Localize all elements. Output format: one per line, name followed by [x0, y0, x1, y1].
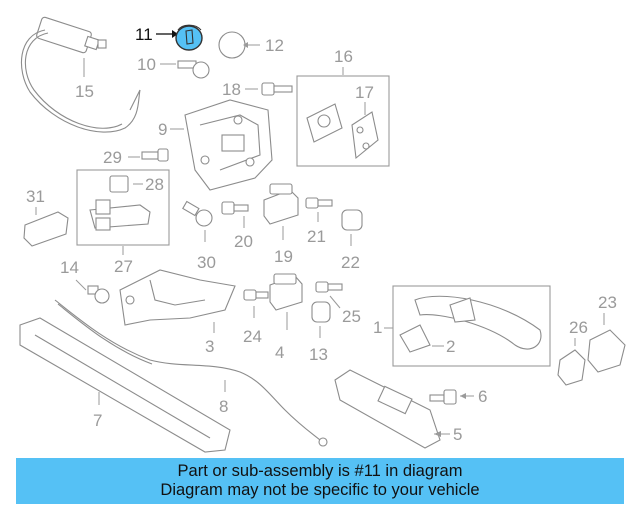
- callout-1: 1: [373, 318, 382, 337]
- part-19-striker: [263, 183, 299, 240]
- callout-6: 6: [478, 387, 487, 406]
- callout-15: 15: [75, 82, 94, 101]
- banner-line-2: Diagram may not be specific to your vehi…: [160, 481, 480, 499]
- callout-25: 25: [342, 307, 361, 326]
- callout-9: 9: [158, 120, 167, 139]
- part-7-trim: [19, 317, 231, 453]
- callout-12: 12: [265, 36, 284, 55]
- part-9-latch: [129, 89, 273, 191]
- box-1: [392, 285, 551, 367]
- part-29-bolt: [128, 148, 169, 162]
- part-26-bushing: [311, 301, 331, 338]
- part-25-bolt: [315, 281, 343, 309]
- part-8-cable: [54, 299, 328, 447]
- callout-22: 22: [341, 253, 360, 272]
- part-13-handle-frame: [119, 269, 236, 333]
- part-30-bolt: [182, 200, 213, 242]
- callout-17: 17: [355, 83, 374, 102]
- part-31-bumper: [23, 207, 69, 247]
- callout-23: 4: [275, 343, 284, 362]
- callout-4: 26: [569, 318, 588, 337]
- part-22-bushing: [341, 209, 363, 246]
- callout-20: 20: [234, 232, 253, 251]
- callout-16: 16: [334, 47, 353, 66]
- parts-diagram: 15 11 12 10 18 16 17: [19, 16, 626, 453]
- callout-2: 2: [446, 337, 455, 356]
- callout-18: 18: [222, 80, 241, 99]
- callout-5: 5: [453, 425, 462, 444]
- callout-30: 30: [197, 253, 216, 272]
- part-23-striker: [269, 273, 303, 330]
- callout-19: 19: [274, 247, 293, 266]
- info-banner: Part or sub-assembly is #11 in diagram D…: [16, 458, 624, 504]
- callout-13: 3: [205, 337, 214, 356]
- part-15-cable: [20, 16, 141, 133]
- callout-27: 27: [114, 257, 133, 276]
- part-28-clip: [109, 175, 143, 193]
- callout-24: 24: [243, 327, 262, 346]
- callout-14: 14: [60, 258, 79, 277]
- box-27: [76, 169, 170, 246]
- part-3-cap: [587, 313, 626, 373]
- box-16: [296, 75, 390, 167]
- part-4-gasket: [557, 338, 586, 386]
- callout-28: 28: [145, 175, 164, 194]
- callout-7: 7: [93, 411, 102, 430]
- callout-21: 21: [307, 227, 326, 246]
- part-17-plate: [351, 102, 379, 160]
- callout-8: 8: [219, 397, 228, 416]
- part-2-cover: [399, 324, 444, 353]
- callout-3: 23: [598, 293, 617, 312]
- callout-11: 11: [135, 25, 153, 44]
- part-14-bolt: [75, 279, 110, 304]
- part-11-cap: [156, 24, 203, 51]
- part-27-check-link: [89, 199, 151, 231]
- callout-26: 13: [309, 345, 328, 364]
- part-21-bolt: [305, 197, 333, 222]
- callout-29: 29: [103, 148, 122, 167]
- part-5-handle-base: [334, 369, 450, 449]
- part-6-bolt: [429, 389, 474, 405]
- part-1-outside-handle: [414, 295, 542, 350]
- callout-10: 10: [137, 55, 156, 74]
- part-20-bolt: [221, 201, 249, 228]
- part-16-bracket: [306, 103, 343, 143]
- banner-line-1: Part or sub-assembly is #11 in diagram: [177, 462, 463, 480]
- part-10-bolt: [160, 60, 210, 79]
- part-18-bolt: [245, 82, 293, 96]
- callout-31: 31: [26, 187, 45, 206]
- part-24-bolt: [243, 289, 269, 318]
- part-12-seal: [218, 31, 260, 59]
